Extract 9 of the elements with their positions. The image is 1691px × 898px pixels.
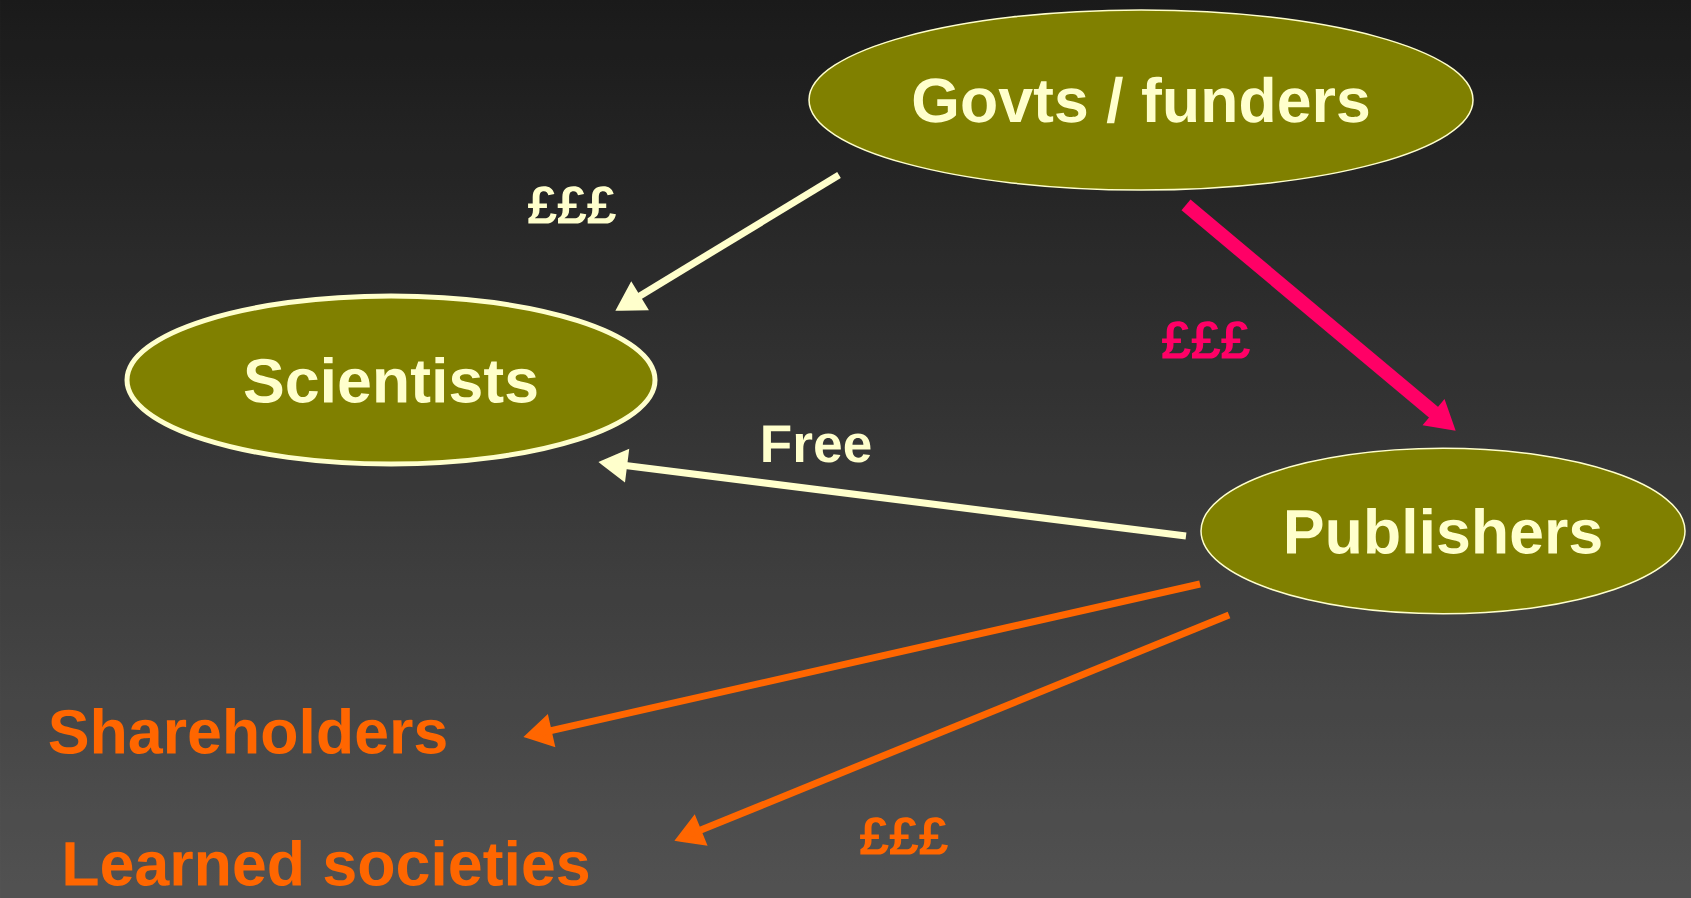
node-label: Shareholders xyxy=(49,707,446,754)
edge-label: Free xyxy=(763,425,871,463)
oval-node: Scientists xyxy=(124,293,658,467)
oval-node: Publishers xyxy=(1200,447,1686,615)
edge-label: £££ xyxy=(860,817,948,855)
oval-node: Govts / funders xyxy=(808,9,1474,191)
edge-label: £££ xyxy=(528,186,616,224)
node-label: Learned societies xyxy=(65,839,589,886)
edge-label: £££ xyxy=(1162,321,1250,359)
